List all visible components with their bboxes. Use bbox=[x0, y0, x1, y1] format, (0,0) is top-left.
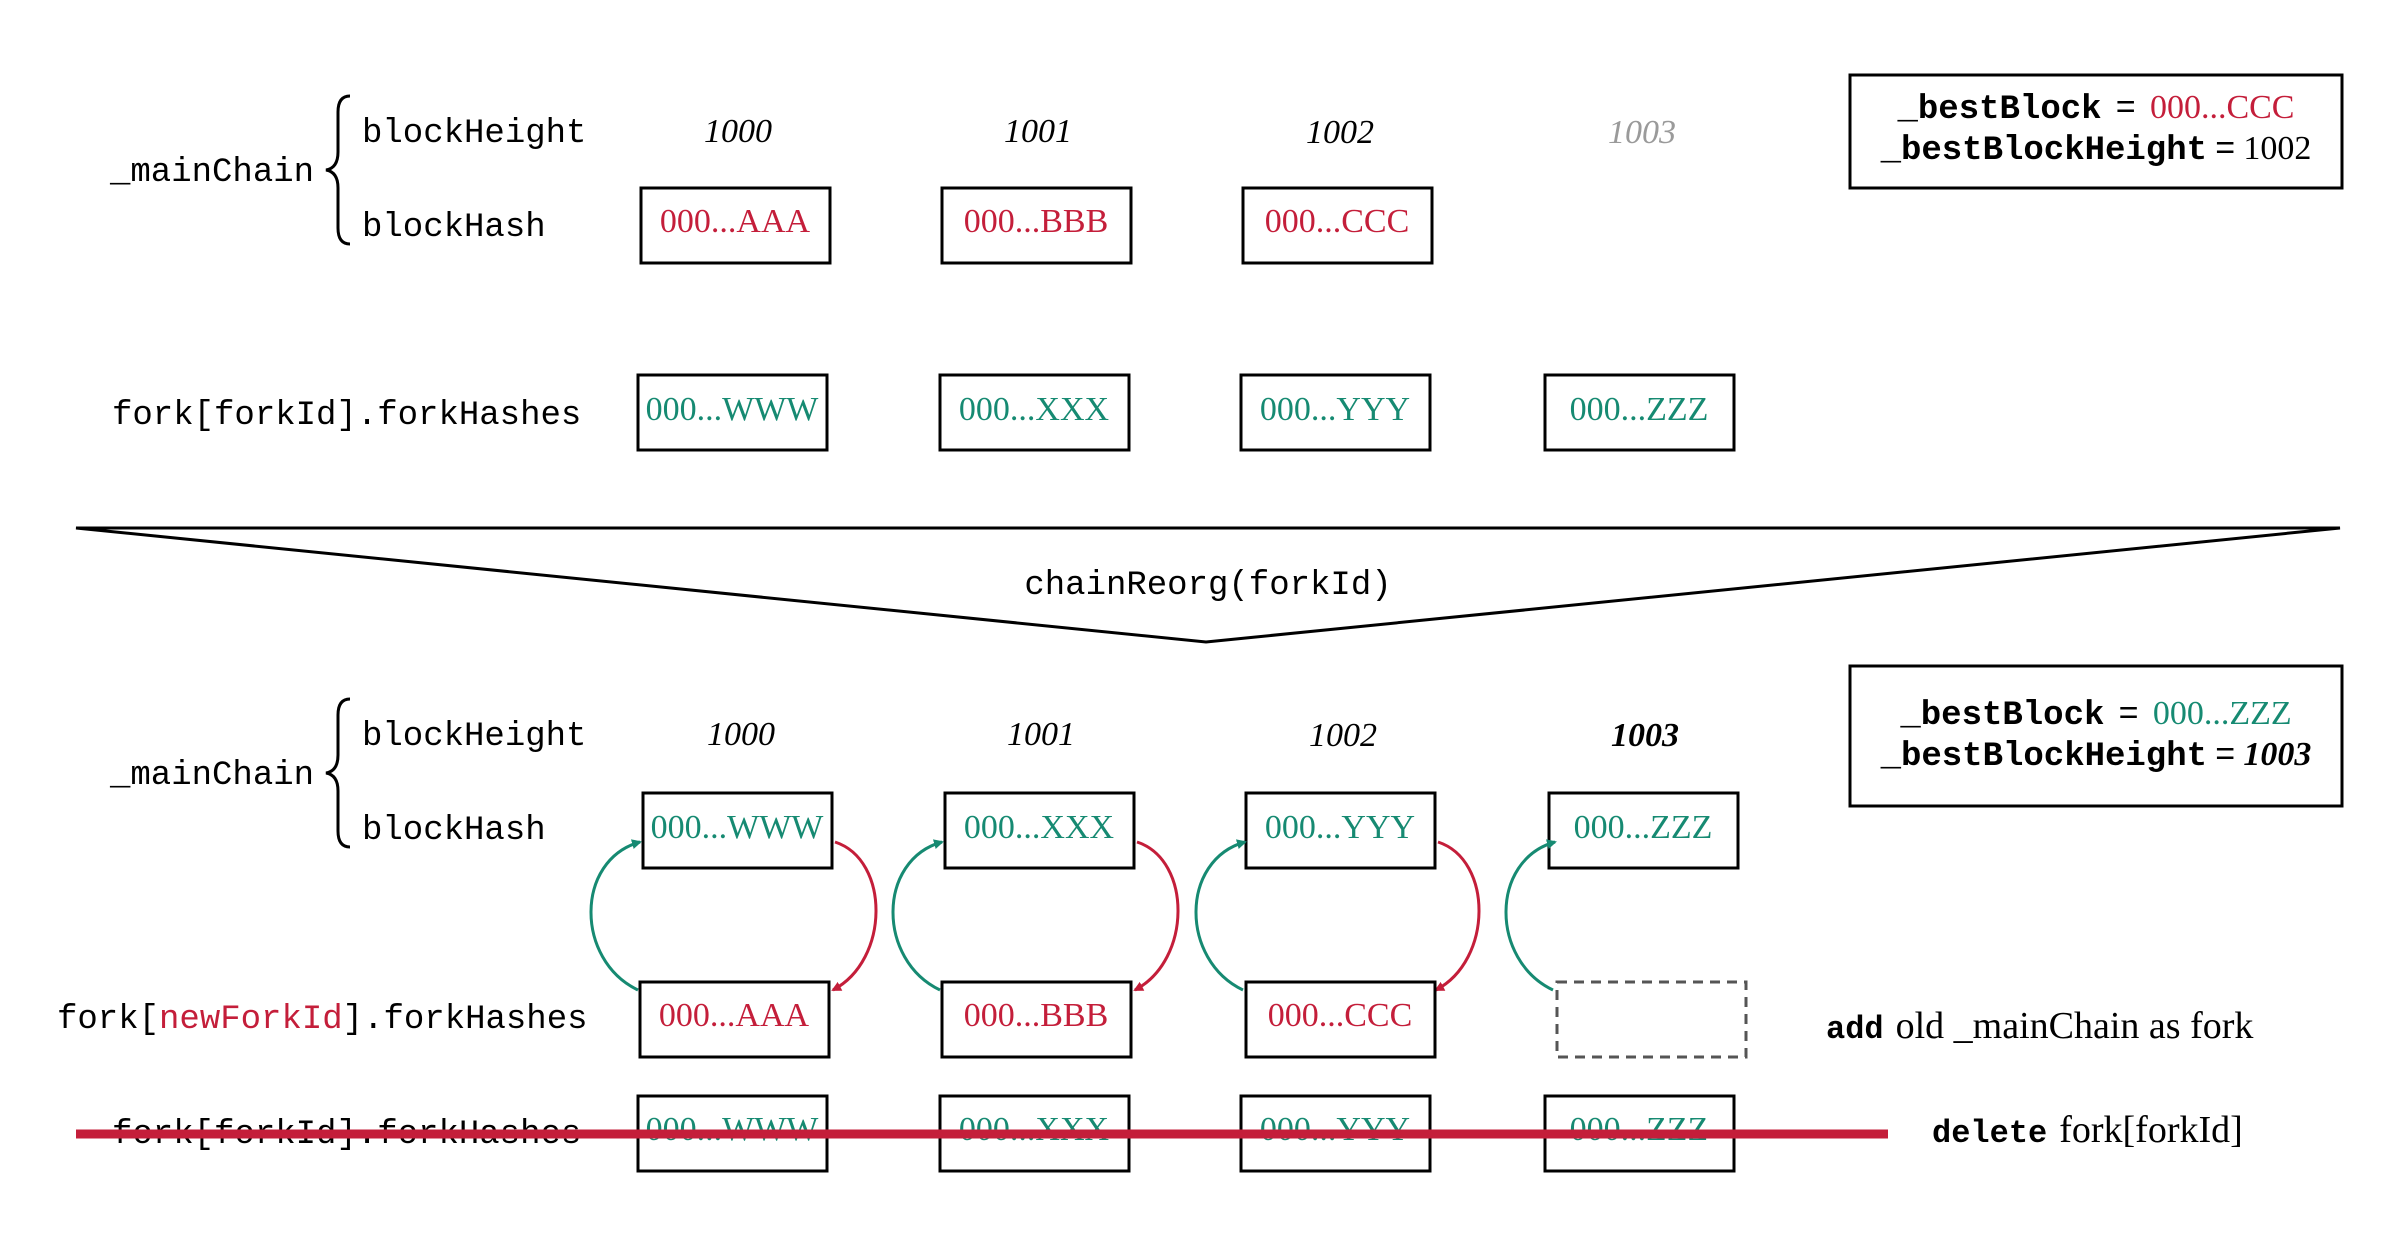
hash-box bbox=[641, 791, 834, 870]
best-block-value: 000...ZZZ bbox=[2153, 695, 2292, 732]
best-block-info-top: _bestBlock=000...CCC _bestBlockHeight=10… bbox=[1848, 73, 2344, 190]
hash-box bbox=[1543, 373, 1736, 452]
hash-value: 000...AAA bbox=[659, 997, 810, 1034]
hash-box bbox=[638, 980, 831, 1059]
best-height-value: 1002 bbox=[2243, 130, 2311, 167]
hash-value: 000...YYY bbox=[1260, 391, 1410, 428]
main-hash-row: 000...WWW 000...XXX 000...YYY 000...ZZZ bbox=[641, 791, 1740, 870]
hash-value: 000...CCC bbox=[1265, 203, 1410, 240]
delete-keyword: delete bbox=[1932, 1115, 2047, 1152]
deleted-fork-row: fork[forkId].forkHashes 000...WWW 000...… bbox=[76, 1094, 1888, 1173]
info-line-best-height: _bestBlockHeight=1003 bbox=[1880, 736, 2312, 776]
best-block-key: _bestBlock bbox=[1897, 91, 2102, 129]
hash-box bbox=[1244, 980, 1437, 1059]
best-block-value: 000...CCC bbox=[2150, 89, 2295, 126]
hash-box bbox=[639, 186, 832, 265]
brace bbox=[325, 697, 351, 849]
chain-reorg-label: chainReorg(forkId) bbox=[1024, 567, 1391, 605]
teal-arrow bbox=[1504, 839, 1557, 992]
height-row: 1000 1001 1002 1003 bbox=[704, 113, 1676, 151]
hash-box bbox=[1547, 791, 1740, 870]
red-arrow bbox=[1133, 840, 1180, 992]
hash-value: 000...ZZZ bbox=[1570, 391, 1709, 428]
hash-box bbox=[943, 791, 1136, 870]
block-height-label: blockHeight bbox=[362, 115, 586, 153]
red-arrow bbox=[831, 840, 878, 992]
new-fork-hashes-label: fork[newForkId].forkHashes bbox=[57, 1001, 588, 1039]
block-height-label: blockHeight bbox=[362, 718, 586, 756]
equals-sign: = bbox=[2116, 91, 2136, 129]
best-block-key: _bestBlock bbox=[1899, 697, 2104, 735]
hash-value: 000...CCC bbox=[1268, 997, 1413, 1034]
main-hash-row: 000...AAA 000...BBB 000...CCC bbox=[639, 186, 1434, 265]
swap-arrows bbox=[589, 839, 1557, 992]
height-1002: 1002 bbox=[1306, 114, 1374, 151]
new-fork-hash-row: 000...AAA 000...BBB 000...CCC bbox=[638, 980, 1748, 1059]
height-1001: 1001 bbox=[1004, 113, 1072, 150]
teal-arrow bbox=[589, 839, 642, 992]
hash-value: 000...AAA bbox=[660, 203, 811, 240]
info-box bbox=[1848, 73, 2344, 190]
empty-hash-box bbox=[1555, 980, 1748, 1059]
hash-box bbox=[1244, 791, 1437, 870]
block-hash-label: blockHash bbox=[362, 812, 546, 850]
hash-value: 000...XXX bbox=[959, 391, 1109, 428]
main-chain-label: _mainChain bbox=[109, 154, 314, 192]
add-keyword: add bbox=[1826, 1011, 1884, 1048]
delete-note: delete fork[forkId] bbox=[1932, 1109, 2243, 1152]
teal-arrow bbox=[1194, 839, 1247, 992]
label-prefix: fork[ bbox=[57, 1001, 159, 1039]
height-1003: 1003 bbox=[1611, 717, 1679, 754]
info-line-best-height: _bestBlockHeight=1002 bbox=[1880, 130, 2312, 170]
main-chain-label: _mainChain bbox=[109, 757, 314, 795]
hash-value: 000...YYY bbox=[1265, 809, 1415, 846]
fork-hash-row: 000...WWW 000...XXX 000...YYY 000...ZZZ bbox=[636, 373, 1736, 452]
height-row: 1000 1001 1002 1003 bbox=[707, 716, 1679, 754]
info-line-best-block: _bestBlock = 000...CCC bbox=[1897, 89, 2295, 129]
hash-box bbox=[1241, 186, 1434, 265]
bottom-section: _mainChain blockHeight blockHash 1000 10… bbox=[57, 664, 2344, 1173]
red-arrow bbox=[1434, 840, 1481, 992]
equals-sign: = bbox=[2118, 697, 2138, 735]
height-1003: 1003 bbox=[1608, 114, 1676, 151]
info-line-best-block: _bestBlock = 000...ZZZ bbox=[1899, 695, 2291, 735]
hash-value: 000...WWW bbox=[651, 809, 825, 846]
equals-sign: = bbox=[2215, 132, 2235, 170]
hash-box bbox=[938, 373, 1131, 452]
hash-box bbox=[636, 373, 829, 452]
best-height-value: 1003 bbox=[2243, 736, 2311, 773]
height-1001: 1001 bbox=[1007, 716, 1075, 753]
funnel-shape bbox=[75, 526, 2341, 644]
reorg-transition: chainReorg(forkId) bbox=[75, 526, 2341, 644]
hash-box bbox=[940, 980, 1133, 1059]
label-suffix: ].forkHashes bbox=[343, 1001, 588, 1039]
hash-value: 000...WWW bbox=[646, 391, 820, 428]
best-block-info-bottom: _bestBlock=000...ZZZ _bestBlockHeight=10… bbox=[1848, 664, 2344, 808]
add-note: add old _mainChain as fork bbox=[1826, 1005, 2253, 1048]
hash-value: 000...BBB bbox=[964, 203, 1109, 240]
hash-value: 000...BBB bbox=[964, 997, 1109, 1034]
height-1000: 1000 bbox=[704, 113, 772, 150]
top-section: _mainChain blockHeight blockHash 1000 10… bbox=[109, 73, 2344, 452]
teal-arrow bbox=[891, 839, 944, 992]
hash-box bbox=[940, 186, 1133, 265]
info-box bbox=[1848, 664, 2344, 808]
fork-hashes-label: fork[forkId].forkHashes bbox=[112, 397, 581, 435]
add-text: old _mainChain as fork bbox=[1896, 1005, 2254, 1047]
best-height-key: _bestBlockHeight bbox=[1880, 132, 2207, 170]
block-hash-label: blockHash bbox=[362, 209, 546, 247]
hash-box bbox=[1239, 373, 1432, 452]
hash-value: 000...ZZZ bbox=[1574, 809, 1713, 846]
equals-sign: = bbox=[2215, 738, 2235, 776]
brace bbox=[325, 94, 351, 246]
best-height-key: _bestBlockHeight bbox=[1880, 738, 2207, 776]
delete-text: fork[forkId] bbox=[2059, 1109, 2243, 1151]
height-1002: 1002 bbox=[1309, 717, 1377, 754]
height-1000: 1000 bbox=[707, 716, 775, 753]
new-fork-id: newForkId bbox=[159, 1001, 343, 1039]
hash-value: 000...XXX bbox=[964, 809, 1114, 846]
